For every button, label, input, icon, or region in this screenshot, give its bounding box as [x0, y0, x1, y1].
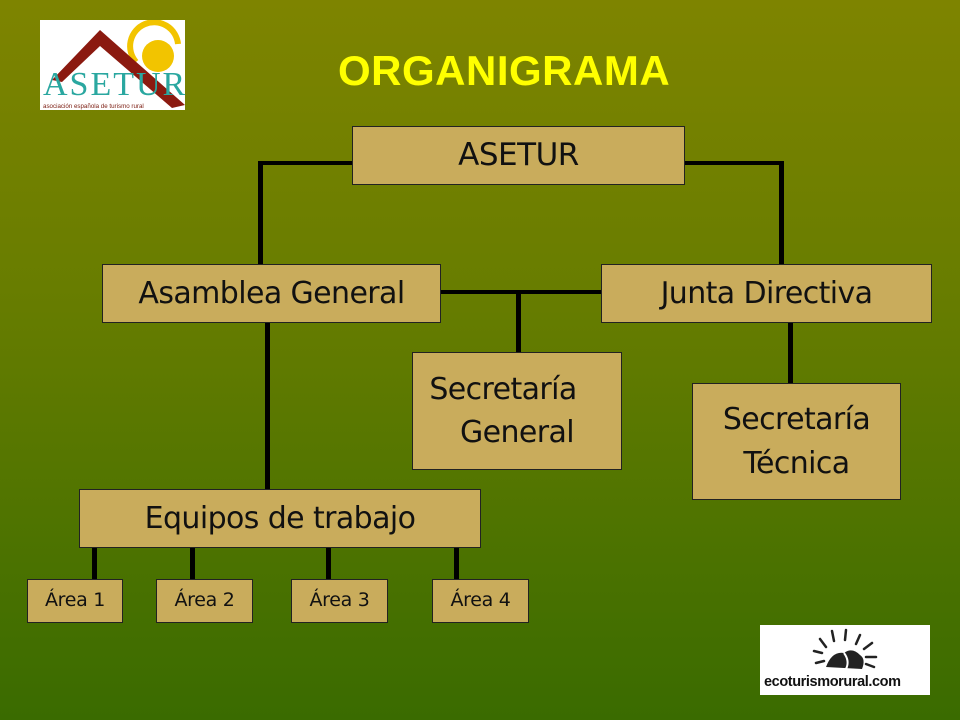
node-area-2: Área 2: [156, 579, 253, 623]
node-secretaria-tecnica: Secretaría Técnica: [692, 383, 901, 500]
connector-root-left: [260, 161, 353, 165]
node-area-3: Área 3: [291, 579, 388, 623]
node-asetur: ASETUR: [352, 126, 685, 185]
connector-root-right: [684, 161, 784, 165]
asetur-logo-tagline: asociación española de turismo rural: [43, 103, 144, 110]
ecoturismorural-logo-text: ecoturismorural.com: [764, 674, 901, 690]
node-secretaria-general-line1: Secretaría: [429, 371, 577, 407]
connector-area-2: [190, 547, 195, 580]
connector-asamblea-junta: [440, 290, 602, 294]
node-secretaria-general: Secretaría General: [412, 352, 622, 470]
connector-secretaria-tecnica: [788, 322, 793, 384]
node-area-4-label: Área 4: [450, 589, 511, 612]
ecoturismorural-sun-icon: [812, 628, 878, 670]
node-area-4: Área 4: [432, 579, 529, 623]
connector-left-down: [258, 161, 263, 265]
connector-right-down: [779, 161, 784, 265]
connector-secretaria-general: [516, 290, 521, 353]
node-equipos-de-trabajo: Equipos de trabajo: [79, 489, 481, 548]
connector-area-3: [326, 547, 331, 580]
asetur-logo: ASETUR asociación española de turismo ru…: [40, 20, 185, 110]
node-asamblea-general: Asamblea General: [102, 264, 441, 323]
node-area-1: Área 1: [27, 579, 123, 623]
node-area-3-label: Área 3: [309, 589, 370, 612]
asetur-roof-sun-icon: [52, 20, 185, 108]
page-title: ORGANIGRAMA: [338, 47, 671, 94]
connector-area-4: [454, 547, 459, 580]
node-asamblea-general-label: Asamblea General: [138, 275, 405, 311]
node-secretaria-tecnica-line2: Técnica: [743, 445, 850, 481]
node-area-1-label: Área 1: [44, 589, 106, 612]
connector-area-1: [92, 547, 97, 580]
node-area-2-label: Área 2: [174, 589, 235, 612]
ecoturismorural-logo: ecoturismorural.com: [760, 625, 930, 695]
node-secretaria-general-line2: General: [459, 415, 575, 450]
node-asetur-label: ASETUR: [458, 137, 579, 174]
asetur-logo-brand: ASETUR: [43, 66, 188, 103]
node-equipos-de-trabajo-label: Equipos de trabajo: [144, 500, 416, 536]
node-junta-directiva-label: Junta Directiva: [660, 275, 873, 311]
connector-asamblea-equipos: [265, 322, 270, 490]
node-secretaria-tecnica-line1: Secretaría: [722, 402, 871, 437]
node-junta-directiva: Junta Directiva: [601, 264, 932, 323]
